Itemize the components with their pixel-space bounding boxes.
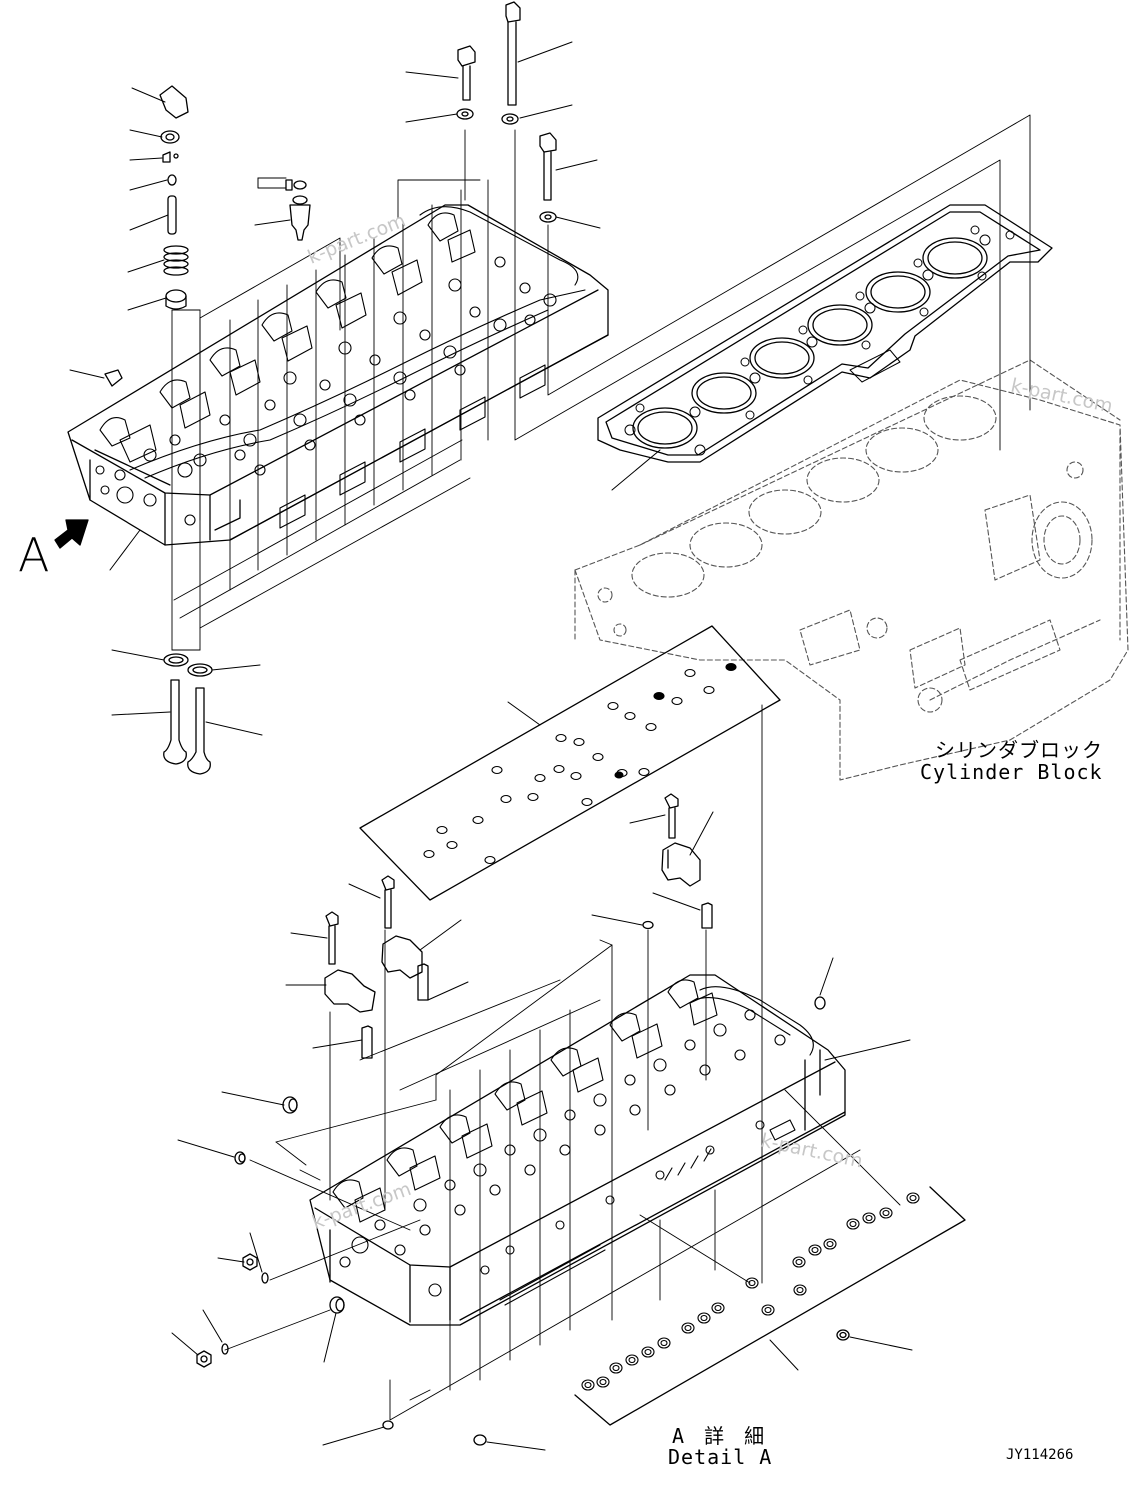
valve-train-parts [104,85,311,775]
upper-cylinder-head [67,204,609,546]
view-a-label: A [18,528,50,582]
head-gasket [597,204,1053,463]
lower-brackets [324,793,713,1059]
detail-a-label-jp: A 詳 細 [672,1424,769,1448]
drawing-number: JY114266 [1006,1447,1074,1463]
detail-a-label-en: Detail A [668,1445,773,1469]
callout-leaders [69,41,913,1451]
cylinder-block [574,359,1129,781]
top-bolts [456,1,557,223]
plug-kit-panel [359,625,781,901]
view-arrow-a [54,519,89,549]
cylinder-block-label-en: Cylinder Block [920,760,1103,784]
detail-a-plugs [574,1186,966,1426]
lower-cylinder-head [309,974,846,1326]
upper-head-guide-lines [171,114,1031,651]
lower-small-parts [196,996,850,1446]
cylinder-block-label-jp: シリンダブロック [935,738,1103,762]
lower-head-guide-lines [224,704,901,1421]
